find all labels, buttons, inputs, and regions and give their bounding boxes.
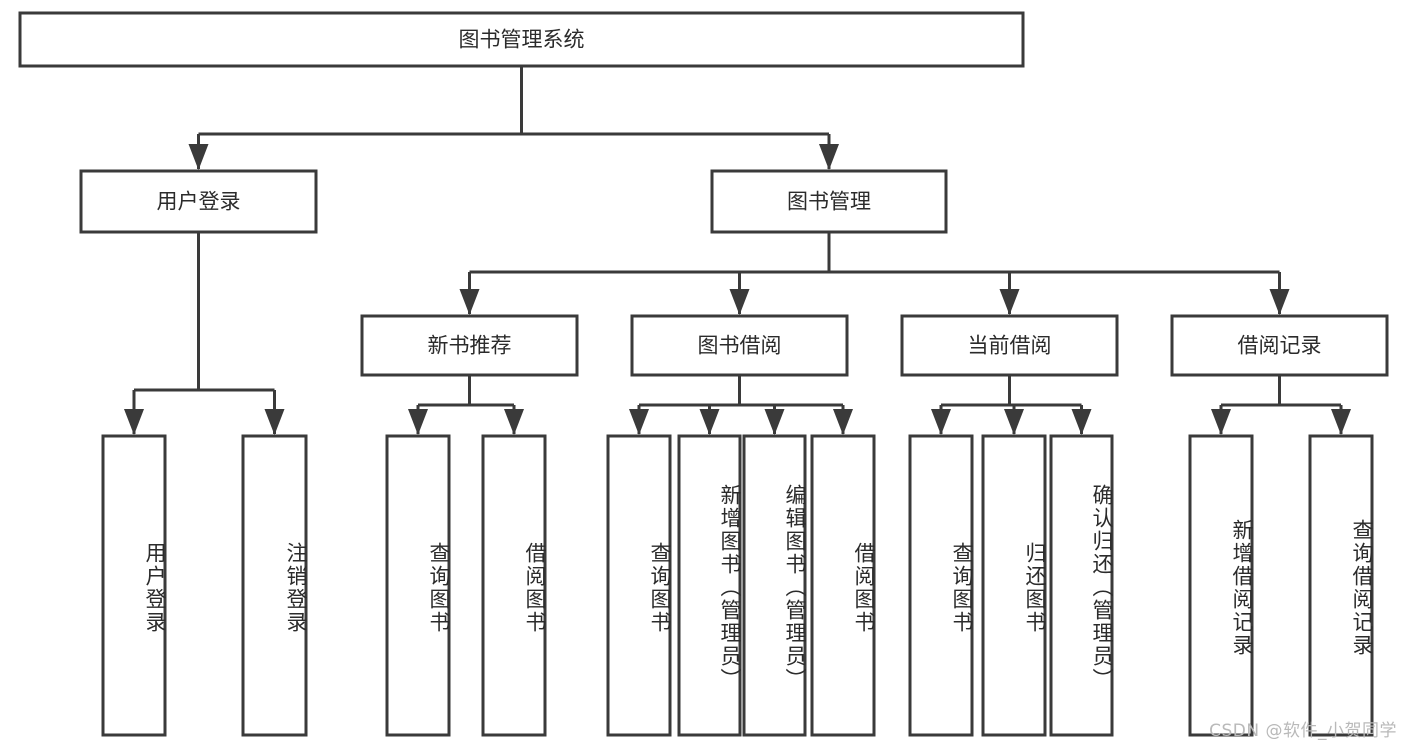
leaf-node-box[interactable] xyxy=(241,434,308,737)
level3-node-box[interactable] xyxy=(630,314,849,377)
connectors-layer xyxy=(124,66,1351,435)
arrow-head-icon xyxy=(124,409,144,435)
leaf-node-box[interactable] xyxy=(981,434,1047,737)
arrow-head-icon xyxy=(408,409,428,435)
arrow-head-icon xyxy=(1331,409,1351,435)
arrow-head-icon xyxy=(1071,409,1092,435)
leaf-node-box[interactable] xyxy=(1188,434,1254,737)
leaf-node-box[interactable] xyxy=(677,434,742,737)
root-node-box[interactable] xyxy=(18,11,1025,68)
leaf-node-box[interactable] xyxy=(385,434,451,737)
arrow-head-icon xyxy=(188,144,209,170)
boxes-layer xyxy=(18,11,1389,737)
level2-node-label: 图书管理 xyxy=(787,190,871,214)
leaf-node-box[interactable] xyxy=(810,434,876,737)
level3-node-label: 当前借阅 xyxy=(968,334,1052,358)
arrow-head-icon xyxy=(1269,289,1290,315)
root-node-label: 图书管理系统 xyxy=(459,28,585,52)
arrow-head-icon xyxy=(729,289,750,315)
arrow-head-icon xyxy=(699,409,720,435)
arrow-head-icon xyxy=(459,289,480,315)
level3-node-box[interactable] xyxy=(1170,314,1389,377)
level3-node-label: 新书推荐 xyxy=(428,334,512,358)
arrow-head-icon xyxy=(1211,409,1231,435)
arrow-head-icon xyxy=(264,409,285,435)
leaf-node-box[interactable] xyxy=(1049,434,1114,737)
leaf-node-box[interactable] xyxy=(481,434,547,737)
leaf-node-box[interactable] xyxy=(1308,434,1374,737)
arrow-head-icon xyxy=(629,409,649,435)
level2-node-box[interactable] xyxy=(79,169,318,234)
leaf-node-box[interactable] xyxy=(606,434,672,737)
level2-node-label: 用户登录 xyxy=(157,190,241,214)
level3-node-box[interactable] xyxy=(360,314,579,377)
arrow-head-icon xyxy=(504,409,524,435)
level3-node-box[interactable] xyxy=(900,314,1119,377)
level3-node-label: 图书借阅 xyxy=(698,334,782,358)
arrow-head-icon xyxy=(931,409,951,435)
watermark-text: CSDN @软件_小贺同学 xyxy=(1209,721,1397,741)
leaf-node-box[interactable] xyxy=(101,434,167,737)
arrow-head-icon xyxy=(999,289,1020,315)
arrow-head-icon xyxy=(1004,409,1024,435)
level3-node-label: 借阅记录 xyxy=(1238,334,1322,358)
leaf-node-box[interactable] xyxy=(742,434,807,737)
level2-node-box[interactable] xyxy=(710,169,948,234)
leaf-node-box[interactable] xyxy=(908,434,974,737)
arrow-head-icon xyxy=(833,409,853,435)
arrow-head-icon xyxy=(764,409,785,435)
arrow-head-icon xyxy=(819,144,839,170)
